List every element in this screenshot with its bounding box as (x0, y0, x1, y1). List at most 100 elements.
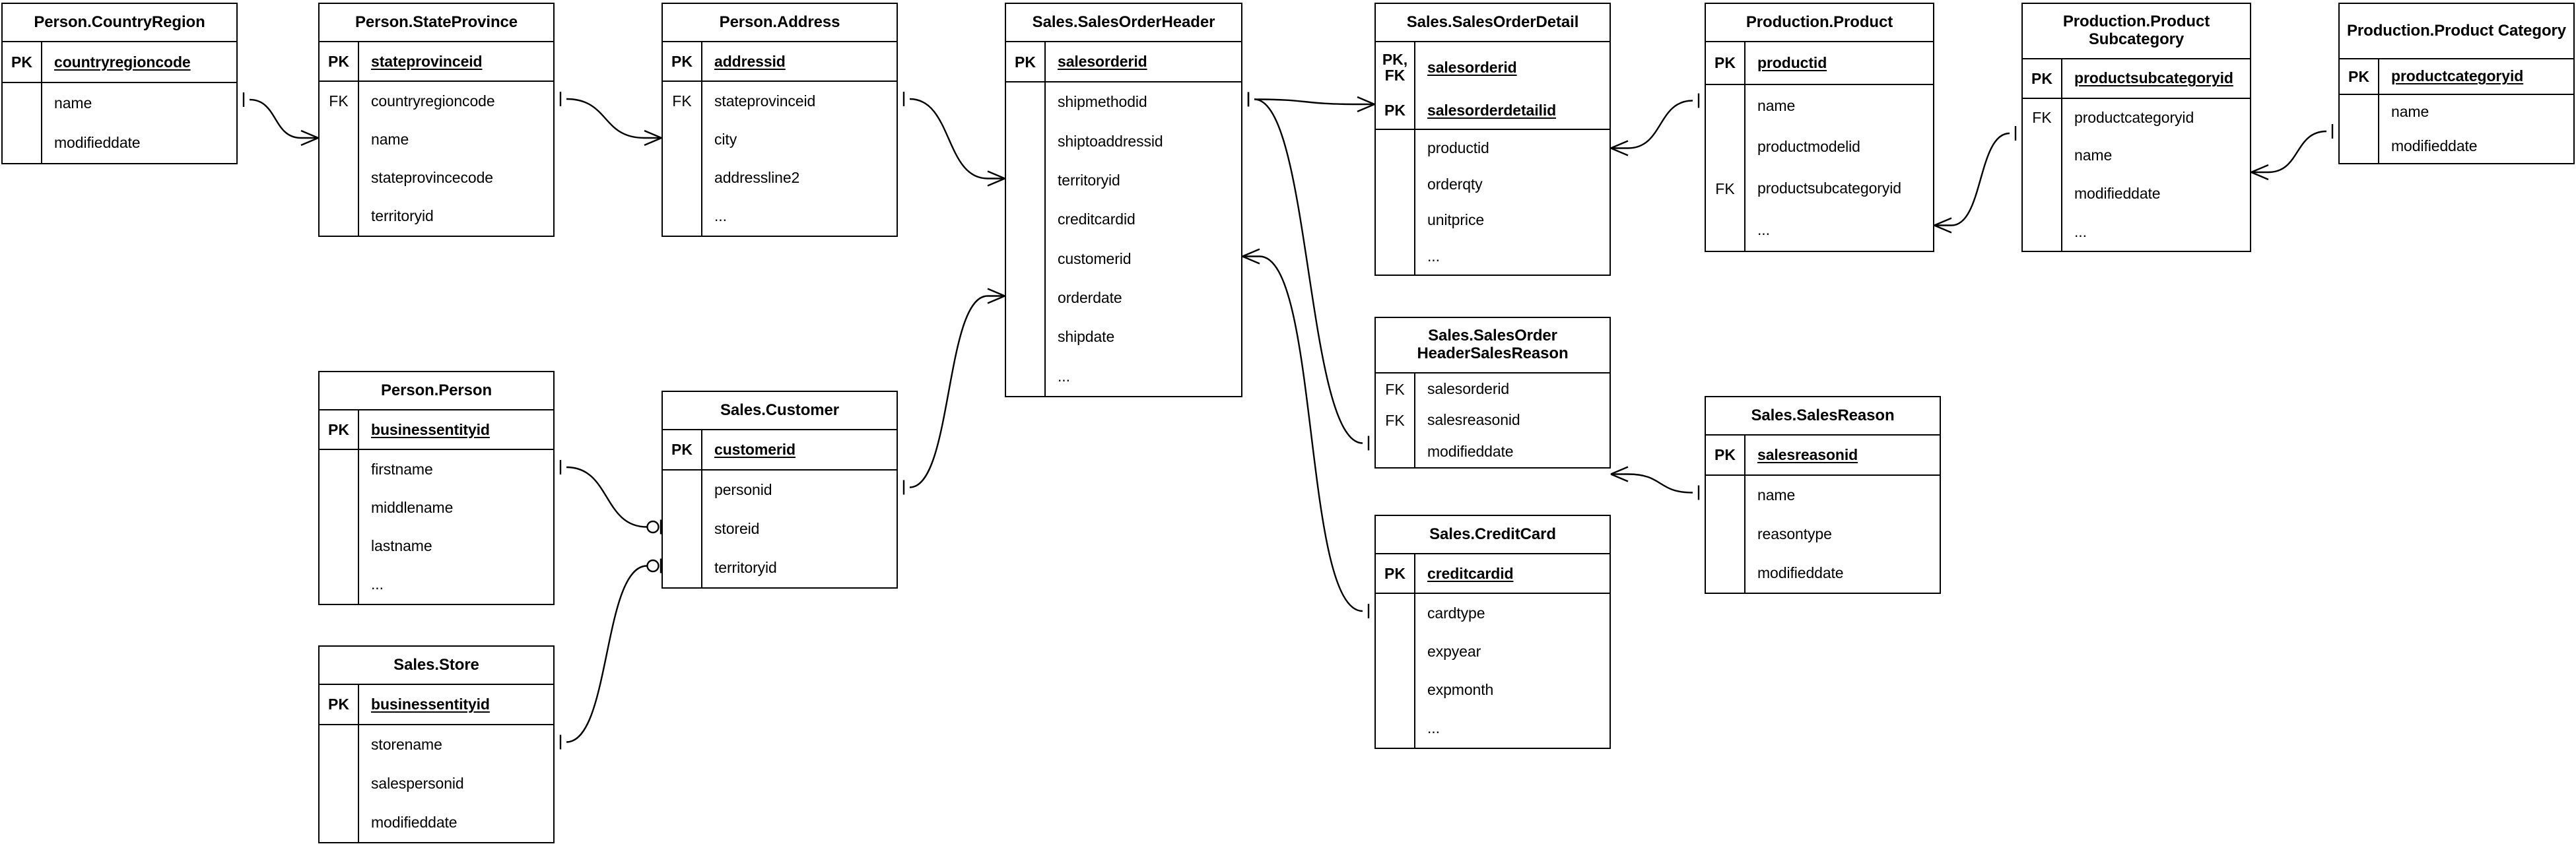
connector-store-customer (566, 565, 648, 743)
field-row: orderqty (1376, 166, 1610, 203)
field-row: modifieddate (2023, 174, 2250, 213)
field-row: stateprovincecode (320, 158, 553, 197)
field-name: creditcardid (1058, 211, 1135, 228)
field-key-label: PK (1376, 554, 1415, 593)
entity-title: Person.CountryRegion (3, 4, 236, 42)
field-key-label (1006, 239, 1046, 278)
field-row: modifieddate (2340, 129, 2573, 164)
crowsfoot-productsubcategory (2251, 164, 2269, 181)
field-key-label (1376, 670, 1415, 709)
field-row: shipmethodid (1006, 82, 1241, 122)
zero-or-one-marker-customer-storeid-circle (646, 559, 660, 573)
connector-salesorderheader-sohsalesreason (1254, 98, 1363, 444)
field-key-label: PK (1706, 42, 1746, 84)
field-name: storeid (714, 520, 760, 537)
field-key-label: FK (320, 82, 359, 121)
field-row: name (1706, 84, 1933, 127)
field-key-label: PK (3, 42, 42, 82)
field-name: ... (371, 575, 384, 593)
field-key-label: PK (320, 685, 359, 724)
field-row: firstname (320, 450, 553, 489)
field-row: name (320, 120, 553, 159)
field-name: stateprovinceid (371, 52, 483, 70)
field-row: territoryid (320, 197, 553, 236)
field-key-label (320, 197, 359, 236)
field-key-label (2023, 174, 2062, 213)
field-name: orderdate (1058, 289, 1122, 307)
field-name: salesreasonid (1757, 446, 1858, 463)
entity-title: Sales.CreditCard (1376, 516, 1610, 554)
crowsfoot-salesorderheader-customer (987, 288, 1005, 304)
field-name: name (1757, 486, 1796, 504)
field-row: territoryid (1006, 160, 1241, 201)
crowsfoot-sohsalesreason (1610, 466, 1629, 482)
field-key-label: PK (2023, 59, 2062, 98)
field-name: expmonth (1427, 681, 1494, 699)
field-name: name (2074, 146, 2113, 164)
field-row: unitprice (1376, 202, 1610, 239)
field-row: ... (1376, 709, 1610, 748)
field-key-label (1376, 202, 1415, 239)
field-key-label: PK (1376, 92, 1415, 129)
field-name: city (714, 131, 737, 148)
field-name: modifieddate (371, 814, 458, 831)
entity-title: Sales.Customer (663, 392, 897, 430)
field-key-label (1376, 709, 1415, 748)
field-key-label (1706, 209, 1746, 251)
field-name: customerid (714, 441, 796, 458)
field-name: territoryid (1058, 172, 1120, 189)
field-key-label (320, 527, 359, 566)
field-key-label: FK (2023, 98, 2062, 137)
field-name: shipmethodid (1058, 93, 1147, 111)
field-row: expmonth (1376, 670, 1610, 709)
entity-title: Production.Product Category (2340, 4, 2573, 59)
field-key-label (1376, 632, 1415, 671)
field-row: modifieddate (3, 123, 236, 163)
field-row: name (2023, 137, 2250, 175)
field-key-label (1376, 166, 1415, 203)
crowsfoot-salesorderdetail-product (1610, 140, 1629, 156)
field-key-label: PK (663, 42, 702, 81)
field-key-label (1006, 317, 1046, 357)
crowsfoot-address (644, 129, 662, 146)
field-key-label (663, 509, 702, 548)
field-key-label (3, 83, 42, 123)
field-row: ... (320, 565, 553, 604)
field-key-label: PK (2340, 59, 2379, 94)
field-key-label (1706, 515, 1746, 554)
field-name: name (371, 131, 409, 148)
field-name: customerid (1058, 249, 1132, 267)
field-name: ... (1058, 367, 1070, 385)
field-key-label (320, 158, 359, 197)
